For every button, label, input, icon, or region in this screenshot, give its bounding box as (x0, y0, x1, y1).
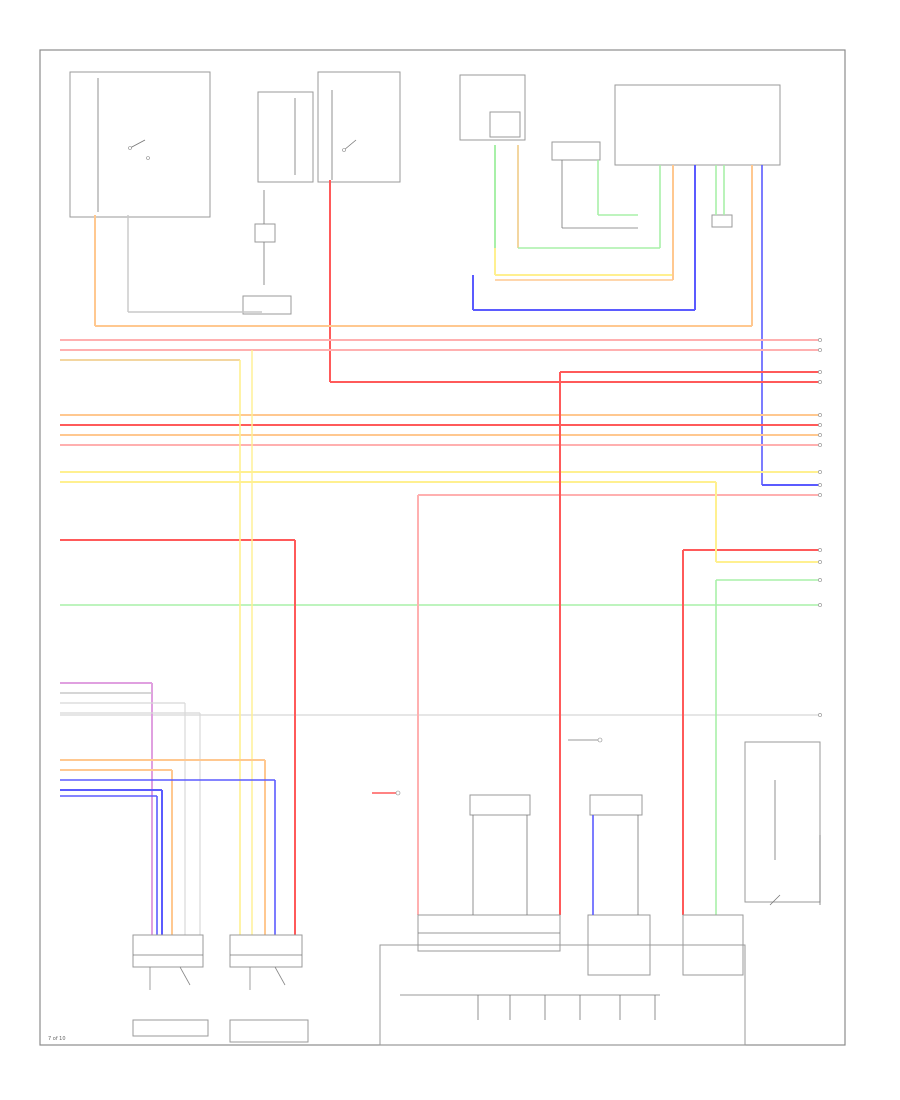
right-front-module-box (614, 84, 781, 228)
fuse-relay-center-box (317, 71, 401, 183)
bottom-center-connector (229, 934, 309, 1043)
sensor-box-right (589, 794, 643, 915)
lower-vertical-wires (239, 350, 717, 935)
bottom-left-connector (132, 934, 209, 1037)
relay-right-box (744, 741, 821, 906)
right-edge-terminals (818, 338, 822, 717)
sensor-box-left (469, 794, 531, 915)
left-front-component-box (459, 74, 526, 141)
module-box-center (551, 141, 638, 229)
page-number: 7 of 10 (48, 1036, 66, 1042)
horizontal-bus-wires (60, 325, 820, 716)
left-lower-harness (60, 682, 276, 935)
control-module-box (379, 914, 746, 1046)
hot-at-all-times-fuse-box (69, 71, 211, 218)
hot-in-run-relay-box (242, 91, 314, 315)
top-vertical-wires (94, 145, 763, 485)
connector-center-small (372, 737, 603, 796)
